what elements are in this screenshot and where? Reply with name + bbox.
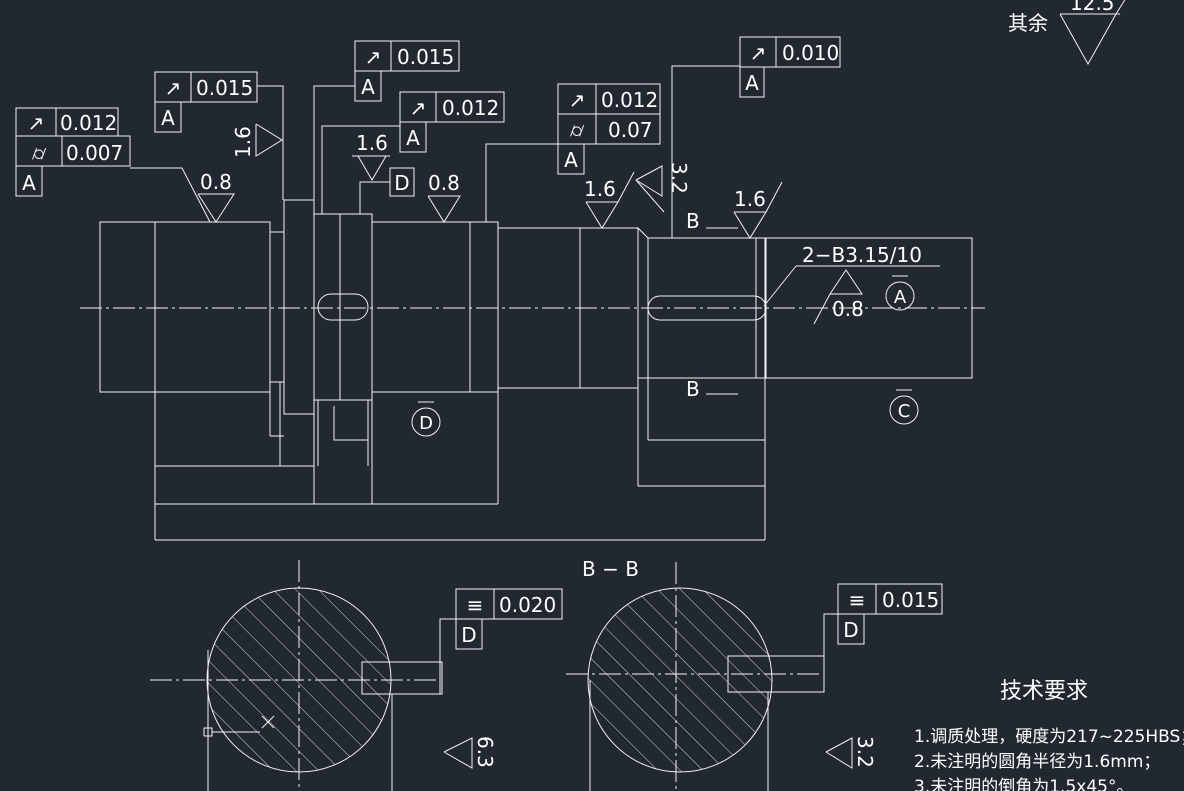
runout-icon: ↗ — [28, 111, 45, 135]
center-hole-callout: 2−B3.15/10 — [763, 243, 940, 307]
tolerance-value: 0.07 — [608, 118, 653, 142]
svg-text:C: C — [898, 401, 911, 422]
shaft-main-view — [80, 199, 985, 415]
roughness-value: 1.6 — [584, 177, 616, 201]
tolerance-frame-2: ↗ 0.015 A — [154, 71, 284, 200]
cylindricity-icon: ⌭ — [570, 118, 585, 142]
section-title: B − B — [582, 557, 639, 581]
shaft-segment-left — [99, 221, 271, 393]
datum-letter: A — [564, 148, 578, 172]
section-view-right — [566, 562, 825, 791]
symmetry-icon: ≡ — [467, 593, 484, 617]
roughness-value: 1.6 — [356, 131, 388, 155]
svg-text:2−B3.15/10: 2−B3.15/10 — [802, 243, 922, 267]
shaft-segment-middle — [371, 221, 499, 393]
tolerance-frame-4: ↗ 0.012 A — [321, 91, 505, 214]
datum-d-circle: D — [411, 401, 441, 437]
datum-letter: A — [161, 106, 175, 130]
tolerance-frame-3: ↗ 0.015 A — [313, 40, 460, 214]
default-roughness-note: 其余 12.5 — [1008, 0, 1126, 66]
dimension-lines — [154, 378, 766, 541]
runout-icon: ↗ — [569, 88, 586, 112]
note-item: 3.未注明的倒角为1.5x45°。 — [914, 777, 1133, 791]
tolerance-value: 0.015 — [882, 588, 939, 612]
roughness-value: 0.8 — [832, 297, 864, 321]
svg-text:D: D — [394, 171, 409, 195]
tolerance-value: 0.010 — [782, 41, 839, 65]
runout-icon: ↗ — [410, 96, 427, 120]
datum-letter: A — [22, 171, 36, 195]
tolerance-value: 0.012 — [601, 88, 658, 112]
tolerance-value: 0.012 — [60, 111, 117, 135]
roughness-value: 1.6 — [734, 187, 766, 211]
svg-text:12.5: 12.5 — [1070, 0, 1115, 15]
tolerance-frame-6: ↗ 0.010 A — [671, 36, 841, 238]
runout-icon: ↗ — [365, 45, 382, 69]
svg-text:A: A — [894, 287, 907, 308]
datum-c-circle: C — [889, 389, 919, 425]
datum-letter: D — [843, 618, 858, 642]
svg-text:B: B — [686, 377, 700, 401]
roughness-value: 3.2 — [667, 162, 691, 194]
section-marks: B B — [686, 209, 738, 401]
tolerance-frame-8: ≡ 0.015 D — [823, 583, 943, 692]
note-item: 1.调质处理，硬度为217~225HBS； — [914, 727, 1184, 747]
runout-icon: ↗ — [165, 76, 182, 100]
datum-letter: A — [406, 126, 420, 150]
roughness-value: 1.6 — [231, 126, 255, 158]
svg-text:B: B — [686, 209, 700, 233]
note-item: 2.未注明的圆角半径为1.6mm； — [914, 752, 1160, 772]
roughness-value: 0.8 — [428, 171, 460, 195]
cylindricity-icon: ⌭ — [32, 141, 47, 165]
shaft-segment-keyway — [313, 213, 373, 401]
datum-letter: D — [461, 623, 476, 647]
tolerance-frame-7: ≡ 0.020 D — [439, 588, 563, 694]
runout-icon: ↗ — [750, 41, 767, 65]
datum-letter: A — [361, 75, 375, 99]
datum-a-circle: A — [885, 275, 915, 311]
tolerance-value: 0.007 — [66, 141, 123, 165]
shaft-collar — [283, 199, 315, 415]
roughness-value: 3.2 — [853, 736, 877, 768]
tolerance-value: 0.015 — [397, 45, 454, 69]
tolerance-value: 0.020 — [499, 593, 556, 617]
symmetry-icon: ≡ — [849, 588, 866, 612]
tolerance-frame-1: ↗ 0.012 ⌭ 0.007 A — [15, 107, 211, 223]
keyway-slot-left — [317, 293, 369, 321]
roughness-symbols: 0.8 1.6 1.6 0.8 1.6 3.2 1.6 0.8 6.3 3.2 — [197, 123, 877, 769]
datum-letter: A — [745, 71, 759, 95]
roughness-value: 0.8 — [200, 170, 232, 194]
svg-text:D: D — [419, 413, 433, 434]
notes-title: 技术要求 — [1000, 679, 1088, 704]
section-view-left — [150, 560, 443, 791]
tolerance-value: 0.012 — [442, 96, 499, 120]
roughness-value: 6.3 — [473, 736, 497, 768]
svg-text:其余: 其余 — [1008, 11, 1048, 35]
datum-d-box: D — [359, 167, 415, 214]
tolerance-value: 0.015 — [196, 76, 253, 100]
technical-requirements: 技术要求 1.调质处理，硬度为217~225HBS； 2.未注明的圆角半径为1.… — [914, 679, 1184, 791]
tolerance-frame-5: ↗ 0.012 ⌭ 0.07 A — [485, 83, 661, 222]
